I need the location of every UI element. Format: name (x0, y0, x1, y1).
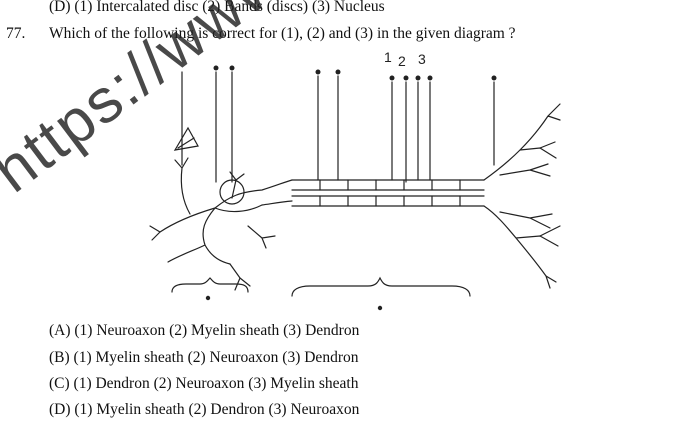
axon-terminal-upper (483, 103, 561, 181)
nucleus (219, 179, 245, 205)
label-markers (205, 65, 497, 311)
option-d[interactable]: (D) (1) Myelin sheath (2) Dendron (3) Ne… (49, 401, 360, 418)
previous-question-option: (D) (1) Intercalated disc (2) Bands (dis… (49, 0, 385, 15)
option-c[interactable]: (C) (1) Dendron (2) Neuroaxon (3) Myelin… (49, 375, 359, 392)
axon-top (291, 179, 485, 191)
label-1: 1 (384, 49, 392, 65)
axon-bottom (291, 195, 485, 207)
brace-right (291, 276, 471, 297)
axon-terminal-lower (483, 205, 561, 289)
question-text: Which of the following is correct for (1… (49, 25, 516, 42)
dendrite-left (149, 157, 245, 241)
option-a[interactable]: (A) (1) Neuroaxon (2) Myelin sheath (3) … (49, 322, 360, 339)
cell-body (159, 179, 293, 233)
question-number: 77. (6, 25, 26, 42)
cell-body-lower (167, 207, 231, 265)
myelin-dividers (319, 179, 461, 207)
brace-left (171, 277, 249, 293)
dendrite-bottom (229, 225, 276, 291)
label-3: 3 (418, 51, 426, 67)
label-2: 2 (398, 53, 406, 69)
dendrite-triangle (173, 126, 199, 151)
pointer-lines (181, 71, 495, 183)
option-b[interactable]: (B) (1) Myelin sheath (2) Neuroaxon (3) … (49, 349, 359, 366)
